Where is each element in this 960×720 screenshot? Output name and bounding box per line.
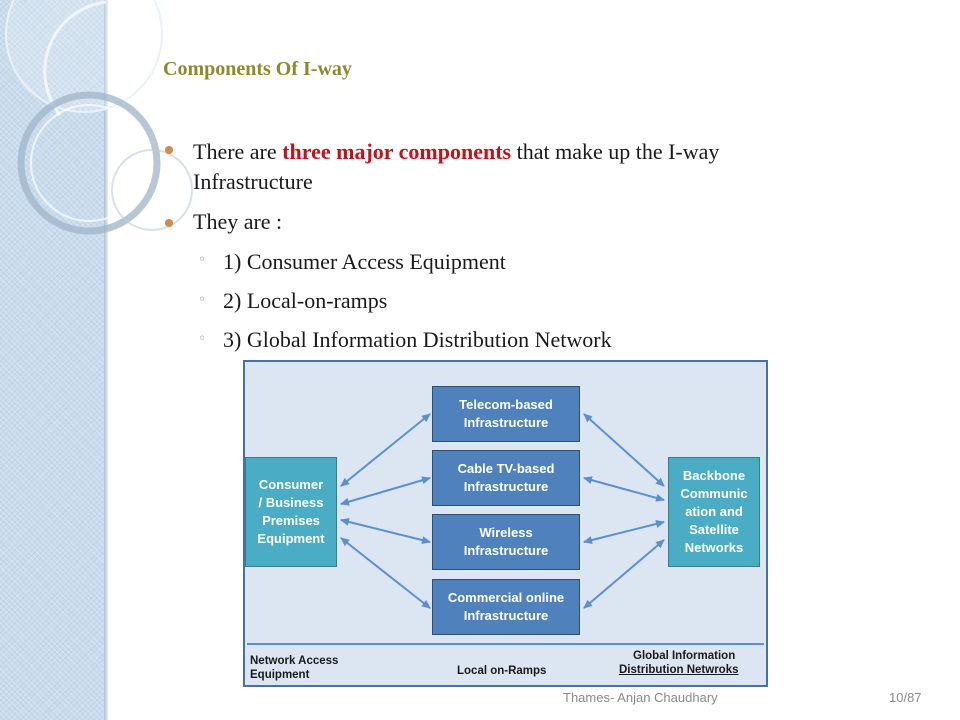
telecom-infrastructure-box: Telecom-based Infrastructure bbox=[432, 386, 580, 442]
footer-page-number: 10/87 bbox=[889, 690, 922, 705]
arrow-consumer-commercial bbox=[340, 537, 431, 609]
bullet-dot bbox=[165, 219, 173, 227]
arrow-wireless-backbone bbox=[583, 520, 665, 544]
bullet-1-text-end: that make up the I-way bbox=[511, 139, 720, 164]
cable-tv-infrastructure-box: Cable TV-based Infrastructure bbox=[432, 450, 580, 506]
footer-author: Thames- Anjan Chaudhary bbox=[563, 690, 718, 705]
label-global-info-line1: Global Information bbox=[633, 650, 736, 662]
sub-item-1: 1) Consumer Access Equipment bbox=[223, 249, 506, 274]
commercial-online-infrastructure-box: Commercial online Infrastructure bbox=[432, 579, 580, 635]
sub-bullet-glyph: ◦ bbox=[198, 331, 207, 347]
bullet-1: There are three major components that ma… bbox=[193, 137, 719, 197]
iway-diagram: Consumer / Business Premises Equipment T… bbox=[243, 360, 768, 687]
wireless-infrastructure-box: Wireless Infrastructure bbox=[432, 514, 580, 570]
consumer-business-equipment-box: Consumer / Business Premises Equipment bbox=[245, 457, 337, 567]
sub-item-2: 2) Local-on-ramps bbox=[223, 288, 388, 313]
arrow-consumer-telecom bbox=[340, 413, 431, 487]
sub-item-3: 3) Global Information Distribution Netwo… bbox=[223, 327, 612, 352]
bullet-1-text-start: There are bbox=[193, 139, 283, 164]
diagram-arrows bbox=[247, 413, 764, 645]
slide-title: Components Of I-way bbox=[163, 58, 352, 80]
bullet-1-highlight: three major components bbox=[282, 139, 512, 164]
arrow-cable-backbone bbox=[583, 476, 665, 502]
sub-bullet-glyph: ◦ bbox=[198, 292, 207, 308]
arrow-telecom-backbone bbox=[583, 413, 665, 487]
decorative-sidebar bbox=[0, 0, 107, 720]
arrow-consumer-cable bbox=[340, 476, 431, 506]
arrow-commercial-backbone bbox=[583, 539, 665, 609]
arrow-consumer-wireless bbox=[340, 518, 431, 544]
label-global-info-line2: Distribution Netwroks bbox=[619, 664, 739, 676]
decorative-circles bbox=[5, 0, 193, 235]
label-network-access-equipment: Network Access Equipment bbox=[250, 655, 339, 681]
backbone-satellite-networks-box: Backbone Communic ation and Satellite Ne… bbox=[668, 457, 760, 567]
bullet-dot bbox=[165, 146, 173, 154]
sidebar-divider bbox=[104, 0, 108, 720]
bullet-1-line2: Infrastructure bbox=[193, 169, 313, 194]
label-local-on-ramps: Local on-Ramps bbox=[457, 665, 547, 677]
bullet-2: They are : bbox=[193, 209, 283, 234]
sub-bullet-glyph: ◦ bbox=[198, 252, 207, 268]
